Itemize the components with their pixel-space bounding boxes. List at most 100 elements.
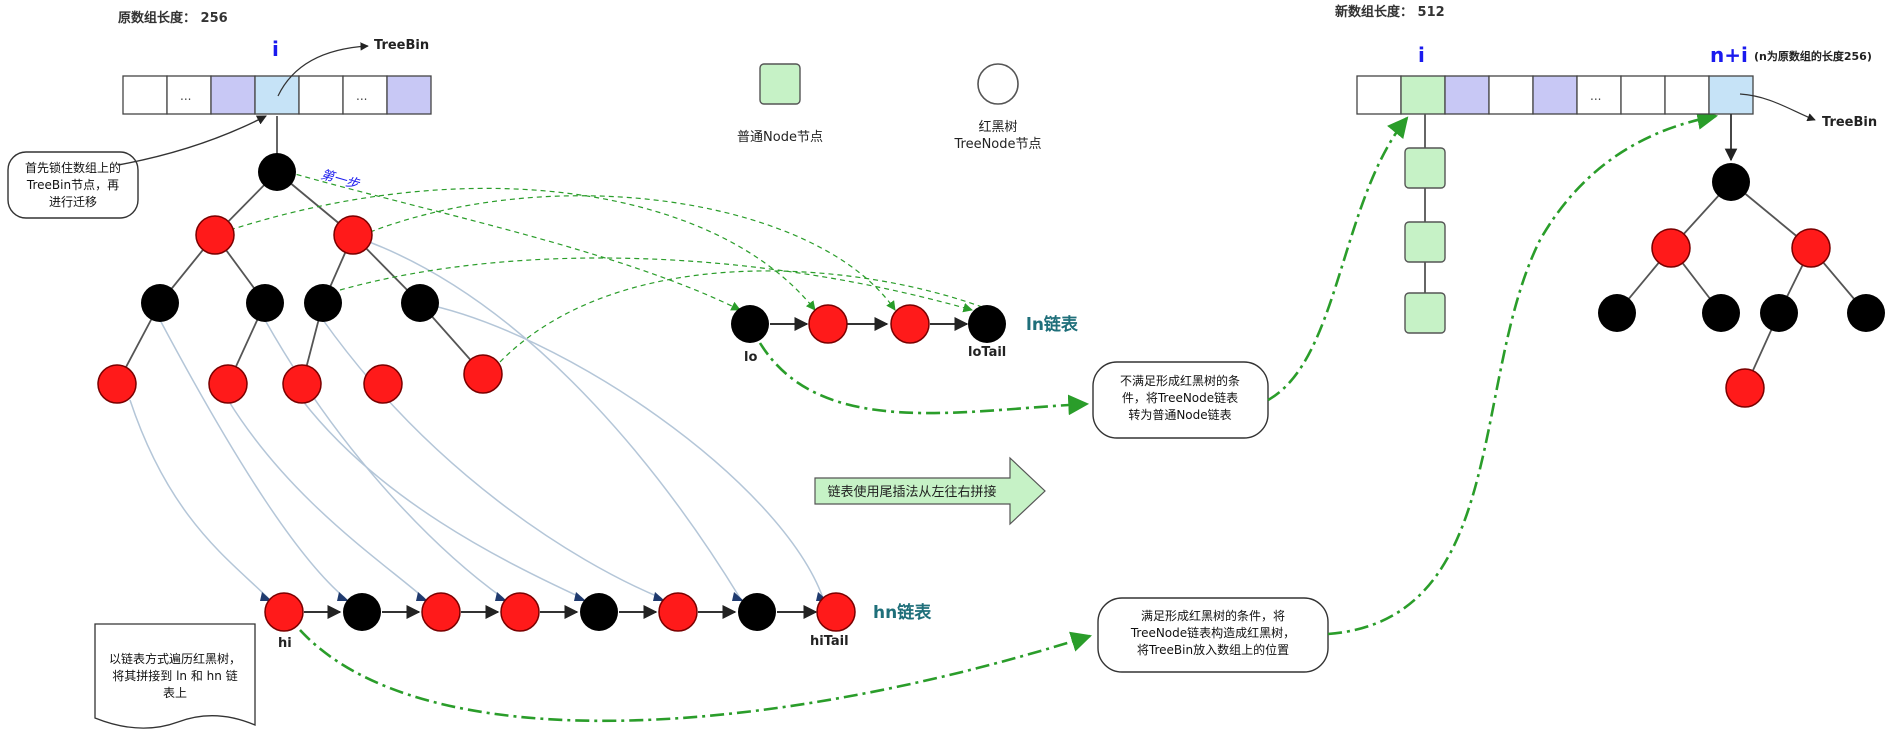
new-cell: [1664, 75, 1710, 115]
callout-not-tree-line3: 转为普通Node链表: [1128, 407, 1231, 422]
flow-callout-to-array-i: [1267, 116, 1409, 402]
ln-list-label: ln链表: [1026, 314, 1079, 335]
callout-first-lock-line1: 首先锁住数组上的: [25, 160, 121, 175]
ln-dashed-curves: [229, 171, 991, 363]
callout-not-tree-line2: 件，将TreeNode链表: [1122, 390, 1238, 405]
tail-insert-arrow: [814, 456, 1046, 526]
callout-is-tree: [1097, 597, 1329, 673]
right-tree-nodes: [1598, 163, 1885, 408]
right-tree-edges: [1616, 181, 1867, 389]
original-array: ... ...: [122, 75, 432, 115]
new-ellipsis: ...: [1590, 89, 1601, 103]
callout-not-tree-line1: 不满足形成红黑树的条: [1120, 373, 1240, 388]
rtree-node-red: [1791, 228, 1831, 268]
orig-cell: [298, 75, 344, 115]
orig-length-label: 原数组长度： 256: [118, 10, 228, 26]
tree-node-black: [304, 284, 342, 322]
flow-lo-to-callout: [758, 342, 1090, 416]
traversal-arrowheads: [260, 592, 828, 601]
ln-node-black: [731, 305, 769, 343]
orig-cell: [166, 75, 212, 115]
hn-chain: [264, 592, 856, 632]
legend-tree-label-1: 红黑树: [978, 119, 1017, 135]
hn-node-black: [738, 593, 776, 631]
chain-node: [1404, 221, 1446, 263]
tree-node-red: [463, 354, 503, 394]
ln-chain: [731, 304, 1006, 344]
callout-is-tree-line2: TreeNode链表构造成红黑树，: [1130, 625, 1295, 640]
ln-node-black: [968, 305, 1006, 343]
traversal-curves: [129, 235, 824, 599]
legend-node-label: 普通Node节点: [737, 130, 823, 145]
flow-hi-to-callout: [299, 629, 1092, 723]
hi-tail-label: hiTail: [810, 634, 849, 649]
traverse-note: [94, 623, 256, 729]
orig-cell: [122, 75, 168, 115]
chain-node: [1404, 292, 1446, 334]
hn-node-black: [343, 593, 381, 631]
orig-cell: [342, 75, 388, 115]
tree-node-black: [258, 153, 296, 191]
node-chain: [1404, 114, 1446, 334]
orig-ellipsis-1: ...: [180, 89, 191, 103]
legend-tree-swatch: [977, 63, 1019, 105]
hn-node-red: [658, 592, 698, 632]
rtree-node-black: [1702, 294, 1740, 332]
tree-node-red: [333, 215, 373, 255]
orig-ellipsis-2: ...: [356, 89, 367, 103]
rtree-node-black: [1760, 294, 1798, 332]
hn-node-black: [580, 593, 618, 631]
tree-node-black: [246, 284, 284, 322]
hn-list-label: hn链表: [873, 602, 932, 623]
flow-callout-to-array-ni: [1327, 109, 1719, 636]
index-n-plus-i: n+i: [1710, 43, 1748, 67]
callout-first-lock-line3: 进行迁移: [49, 195, 97, 209]
treebin-right-label: TreeBin: [1822, 115, 1877, 130]
traverse-note-line1: 以链表方式遍历红黑树，: [109, 651, 241, 666]
new-cell-purple: [1444, 75, 1490, 115]
left-tree-nodes: [97, 153, 503, 404]
index-i-right: i: [1418, 43, 1425, 67]
tree-node-red: [195, 215, 235, 255]
ln-node-red: [890, 304, 930, 344]
hn-node-red: [264, 592, 304, 632]
rtree-node-black: [1598, 294, 1636, 332]
tree-node-red: [363, 364, 403, 404]
chain-node: [1404, 147, 1446, 189]
treebin-left-label: TreeBin: [374, 38, 429, 53]
lo-tail-label: loTail: [968, 345, 1006, 360]
new-cell-i: [1400, 75, 1446, 115]
migration-flows: [299, 109, 1719, 723]
tree-node-black: [141, 284, 179, 322]
tree-node-red: [208, 364, 248, 404]
callout-is-tree-line3: 将TreeBin放入数组上的位置: [1137, 642, 1289, 657]
hn-node-red: [421, 592, 461, 632]
hn-node-red: [500, 592, 540, 632]
orig-cell-purple: [210, 75, 256, 115]
new-length-label: 新数组长度： 512: [1335, 4, 1445, 20]
new-array: ...: [1356, 75, 1754, 115]
tail-insert-arrow-label: 链表使用尾插法从左往右拼接: [827, 484, 996, 500]
tree-node-black: [401, 284, 439, 322]
legend-node-swatch: [759, 63, 801, 105]
left-tree-edges: [116, 116, 484, 385]
traverse-note-line3: 表上: [163, 686, 187, 700]
callout-first-lock-pointer: [117, 115, 267, 166]
legend-tree-label-2: TreeNode节点: [953, 137, 1041, 152]
tree-node-red: [282, 364, 322, 404]
treebin-left-arrow: [277, 42, 369, 97]
orig-cell-i: [254, 75, 300, 115]
callout-first-lock-line2: TreeBin节点，再: [26, 178, 119, 192]
rtree-node-black: [1712, 163, 1750, 201]
traverse-note-line2: 将其拼接到 ln 和 hn 链: [112, 668, 237, 683]
rtree-node-red: [1651, 228, 1691, 268]
tree-node-red: [97, 364, 137, 404]
new-cell-purple: [1532, 75, 1578, 115]
new-cell: [1620, 75, 1666, 115]
step-one-label: 第一步: [319, 167, 362, 192]
callout-is-tree-line1: 满足形成红黑树的条件，将: [1141, 608, 1285, 623]
callout-first-lock: [7, 151, 139, 219]
orig-cell-purple: [386, 75, 432, 115]
ln-node-red: [808, 304, 848, 344]
